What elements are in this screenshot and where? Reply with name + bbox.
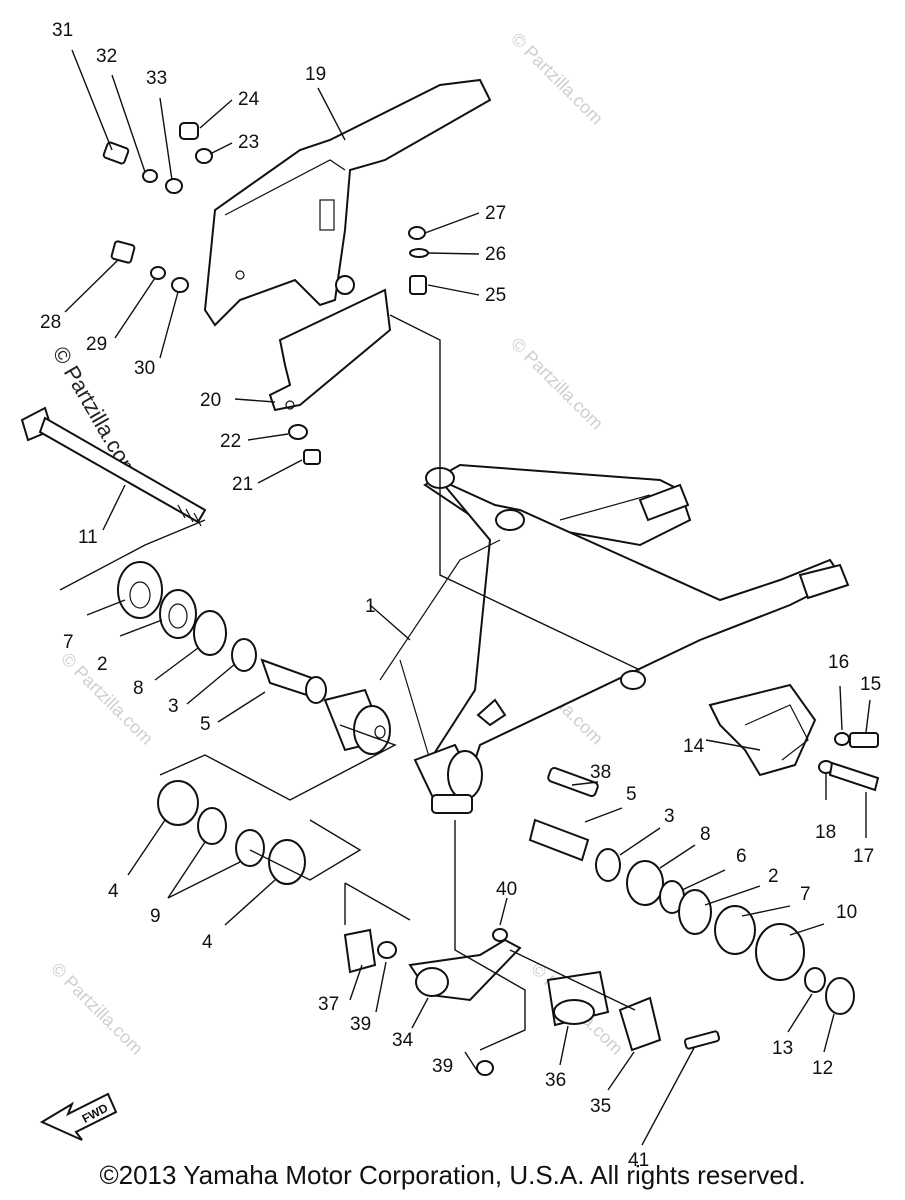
callout-8-right: 8 xyxy=(700,824,711,845)
callout-13: 13 xyxy=(772,1038,793,1059)
lower-parts xyxy=(343,928,721,1076)
callout-9: 9 xyxy=(150,906,161,927)
callout-38: 38 xyxy=(590,762,611,783)
callout-5-left: 5 xyxy=(200,714,211,735)
callout-2-right: 2 xyxy=(768,866,779,887)
callout-21: 21 xyxy=(232,474,253,495)
callout-7-left: 7 xyxy=(63,632,74,653)
callout-11: 11 xyxy=(78,527,98,548)
callout-24: 24 xyxy=(238,89,260,110)
callout-35: 35 xyxy=(590,1096,611,1117)
callout-32: 32 xyxy=(96,46,117,67)
callout-36: 36 xyxy=(545,1070,566,1091)
callout-25: 25 xyxy=(485,285,506,306)
callout-33: 33 xyxy=(146,68,167,89)
callout-34: 34 xyxy=(392,1030,414,1051)
callout-39-right: 39 xyxy=(432,1056,453,1077)
callout-5-right: 5 xyxy=(626,784,637,805)
watermark: © Partzilla.com xyxy=(47,959,147,1059)
fwd-arrow-icon: FWD xyxy=(39,1092,118,1141)
callout-22: 22 xyxy=(220,431,241,452)
callout-7-right: 7 xyxy=(800,884,811,905)
callout-16: 16 xyxy=(828,652,849,673)
callout-39-left: 39 xyxy=(350,1014,371,1035)
pivot-bosses xyxy=(323,688,483,814)
pivot-shaft xyxy=(20,406,207,527)
callout-19: 19 xyxy=(305,64,326,85)
right-pivot-parts xyxy=(528,766,855,1015)
rear-fender-bracket xyxy=(203,78,492,327)
left-pivot-parts xyxy=(117,561,327,885)
leader-lines xyxy=(59,49,871,1146)
callout-40: 40 xyxy=(496,879,517,900)
callout-14: 14 xyxy=(683,736,705,757)
callout-3-left: 3 xyxy=(168,696,179,717)
callout-20: 20 xyxy=(200,390,221,411)
callout-26: 26 xyxy=(485,244,506,265)
copyright-notice: ©2013 Yamaha Motor Corporation, U.S.A. A… xyxy=(99,1160,806,1190)
watermark: © Partzilla.com xyxy=(507,334,607,434)
callout-10: 10 xyxy=(836,902,857,923)
callout-29: 29 xyxy=(86,334,107,355)
callout-30: 30 xyxy=(134,358,155,379)
callout-28: 28 xyxy=(40,312,61,333)
callout-numbers: 31 32 33 24 23 19 27 26 25 28 29 30 20 2… xyxy=(40,20,881,1171)
watermark: © Partzilla.com xyxy=(507,29,607,129)
bracket-plate xyxy=(268,288,392,412)
callout-4-lower: 4 xyxy=(202,932,213,953)
callout-4-upper: 4 xyxy=(108,881,119,902)
callout-17: 17 xyxy=(853,846,874,867)
callout-2-left: 2 xyxy=(97,654,108,675)
callout-6: 6 xyxy=(736,846,747,867)
callout-8-left: 8 xyxy=(133,678,144,699)
callout-3-right: 3 xyxy=(664,806,675,827)
chain-guide xyxy=(708,683,880,792)
callout-41: 41 xyxy=(628,1150,649,1171)
callout-37: 37 xyxy=(318,994,339,1015)
swingarm xyxy=(379,463,850,777)
callout-18: 18 xyxy=(815,822,836,843)
callout-12: 12 xyxy=(812,1058,833,1079)
callout-23: 23 xyxy=(238,132,259,153)
callout-27: 27 xyxy=(485,203,506,224)
callout-31: 31 xyxy=(52,20,73,41)
callout-1: 1 xyxy=(365,596,376,617)
callout-15: 15 xyxy=(860,674,881,695)
